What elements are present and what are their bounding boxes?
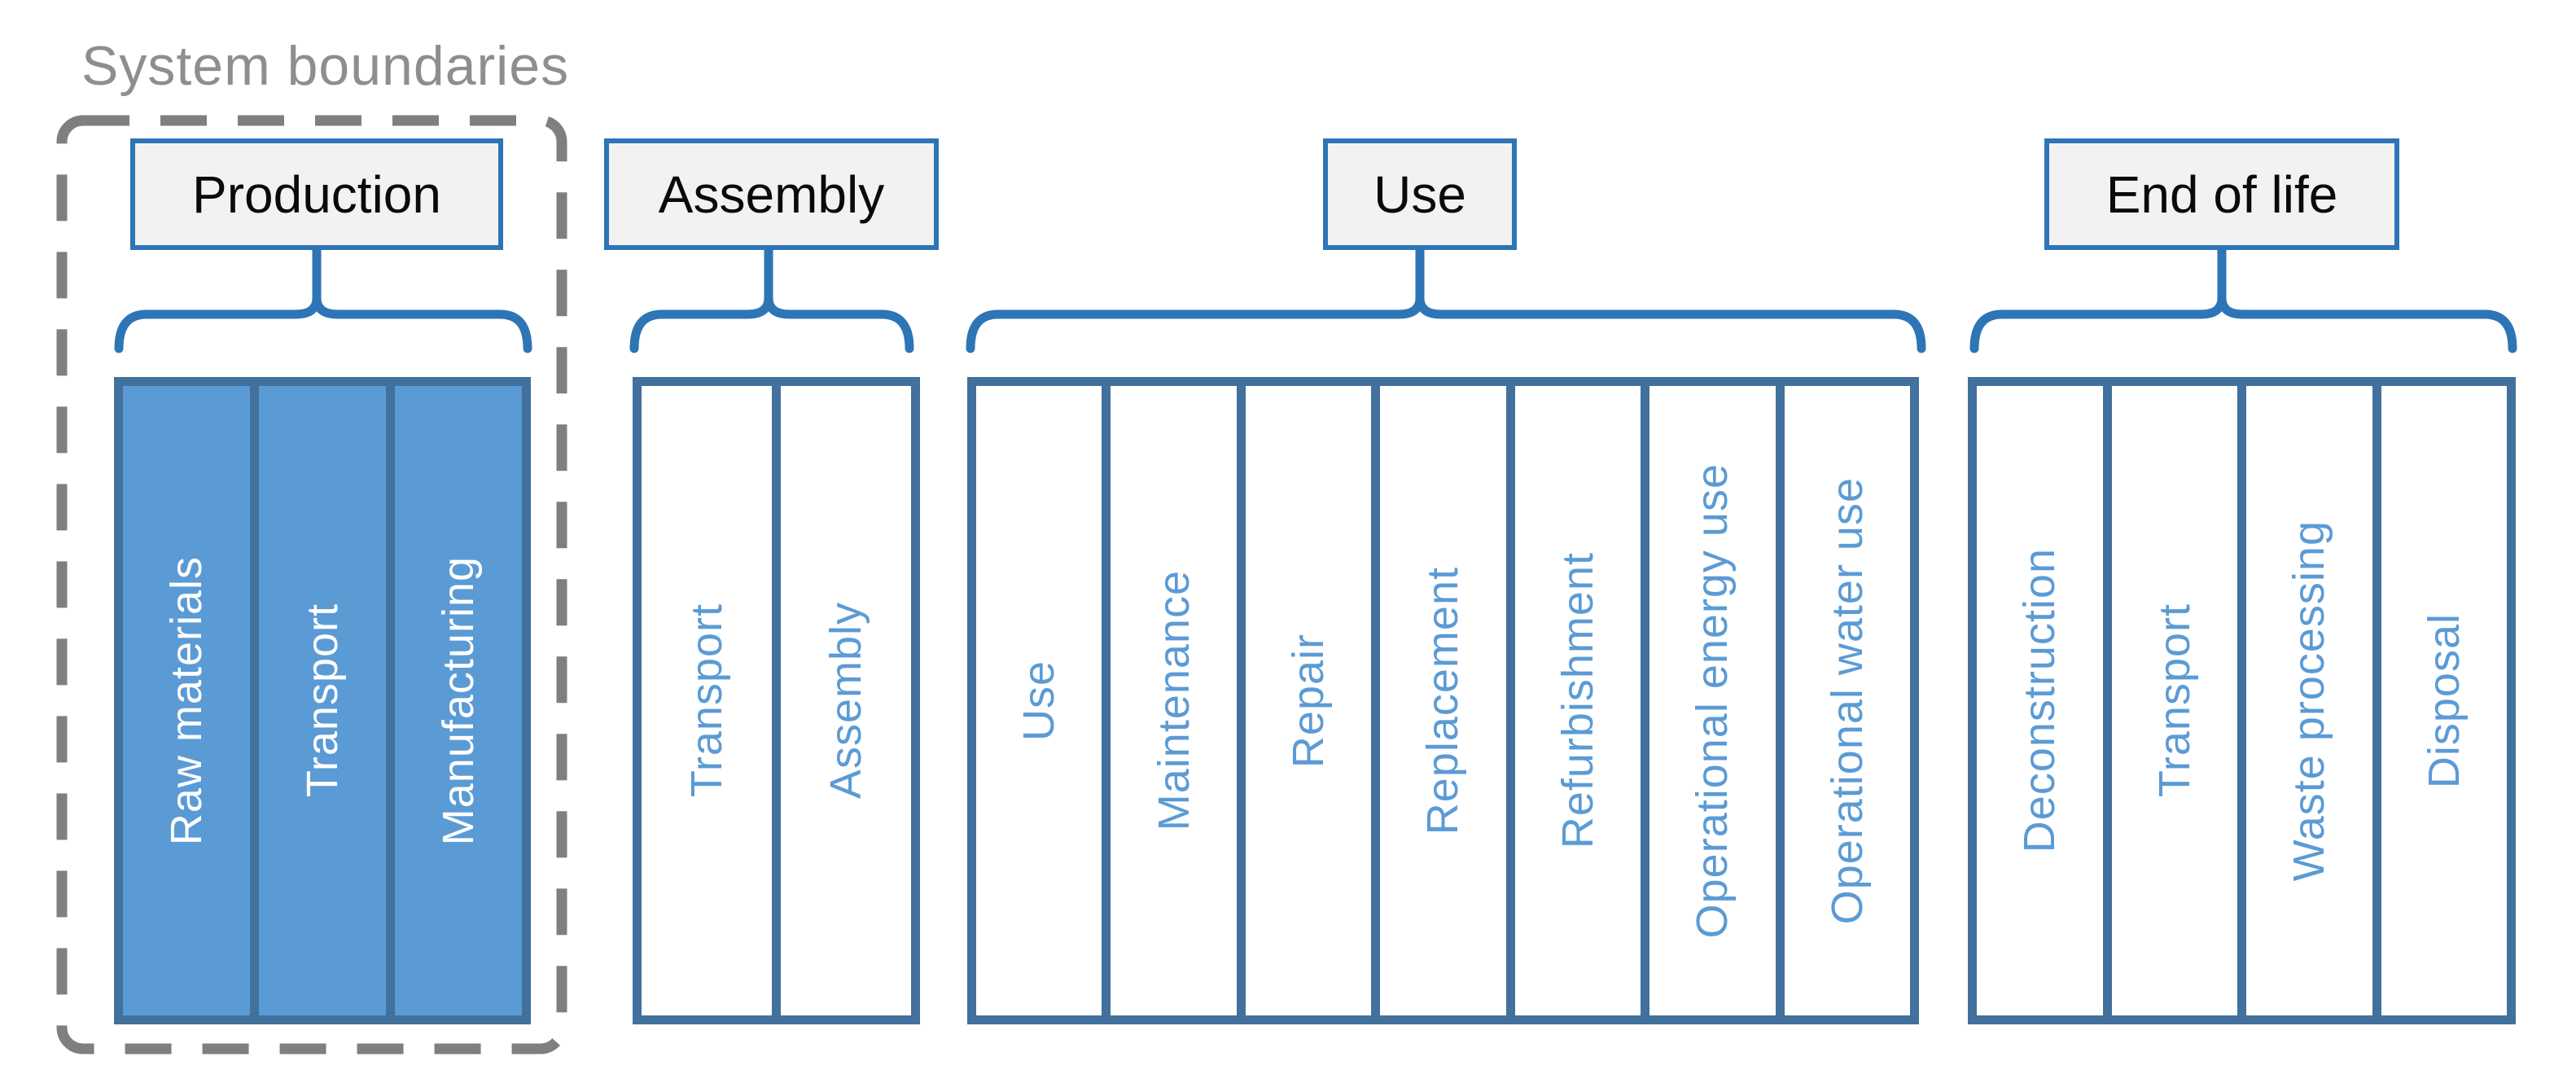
- production-header-label: Production: [192, 164, 441, 224]
- stage-column-label: Transport: [682, 603, 731, 798]
- stage-column: Waste processing: [2237, 386, 2372, 1015]
- stage-column: Manufacturing: [386, 386, 522, 1015]
- assembly-header-box: Assembly: [604, 138, 939, 250]
- stage-column-label: Repair: [1284, 633, 1334, 769]
- stage-column: Use: [976, 386, 1102, 1015]
- stage-column-label: Use: [1014, 660, 1064, 742]
- production-header-box: Production: [130, 138, 503, 250]
- stage-column: Raw materials: [123, 386, 250, 1015]
- stage-column-label: Deconstruction: [2015, 548, 2065, 853]
- stage-column-label: Transport: [298, 603, 347, 798]
- stage-column-label: Operational water use: [1822, 476, 1872, 925]
- stage-column: Operational water use: [1775, 386, 1910, 1015]
- assembly-brace: [629, 293, 914, 353]
- stage-column: Transport: [250, 386, 386, 1015]
- stage-column-label: Operational energy use: [1688, 463, 1737, 939]
- stage-column: Replacement: [1371, 386, 1505, 1015]
- use-columns-block: Use Maintenance Repair Replacement Refurbish…: [967, 377, 1919, 1024]
- use-brace: [966, 293, 1926, 353]
- end-of-life-header-box: End of life: [2044, 138, 2399, 250]
- stage-column: Deconstruction: [1977, 386, 2103, 1015]
- stage-column: Refurbishment: [1505, 386, 1641, 1015]
- stage-column: Maintenance: [1102, 386, 1236, 1015]
- stage-column: Assembly: [772, 386, 911, 1015]
- stage-column-label: Waste processing: [2285, 520, 2334, 882]
- production-columns-block: Raw materials Transport Manufacturing: [114, 377, 531, 1024]
- stage-column: Transport: [642, 386, 772, 1015]
- assembly-columns-block: Transport Assembly: [633, 377, 920, 1024]
- stage-column: Repair: [1236, 386, 1371, 1015]
- stage-column-label: Transport: [2149, 603, 2199, 798]
- stage-column-label: Assembly: [821, 602, 870, 800]
- stage-column-label: Refurbishment: [1553, 552, 1602, 849]
- end-of-life-columns-block: Deconstruction Transport Waste processing D…: [1968, 377, 2516, 1024]
- use-header-label: Use: [1373, 164, 1466, 224]
- end-of-life-header-label: End of life: [2105, 164, 2338, 224]
- stage-column-label: Raw materials: [162, 555, 211, 846]
- stage-column-label: Maintenance: [1149, 570, 1198, 831]
- stage-column-label: Disposal: [2419, 612, 2469, 789]
- end-of-life-brace: [1969, 293, 2517, 353]
- stage-column-label: Manufacturing: [434, 555, 483, 846]
- system-boundaries-title: System boundaries: [81, 35, 570, 97]
- stage-column: Transport: [2102, 386, 2238, 1015]
- stage-column-label: Replacement: [1418, 566, 1468, 835]
- use-header-box: Use: [1323, 138, 1517, 250]
- assembly-header-label: Assembly: [658, 164, 885, 224]
- stage-column: Disposal: [2372, 386, 2508, 1015]
- stage-column: Operational energy use: [1641, 386, 1775, 1015]
- production-brace: [114, 293, 532, 353]
